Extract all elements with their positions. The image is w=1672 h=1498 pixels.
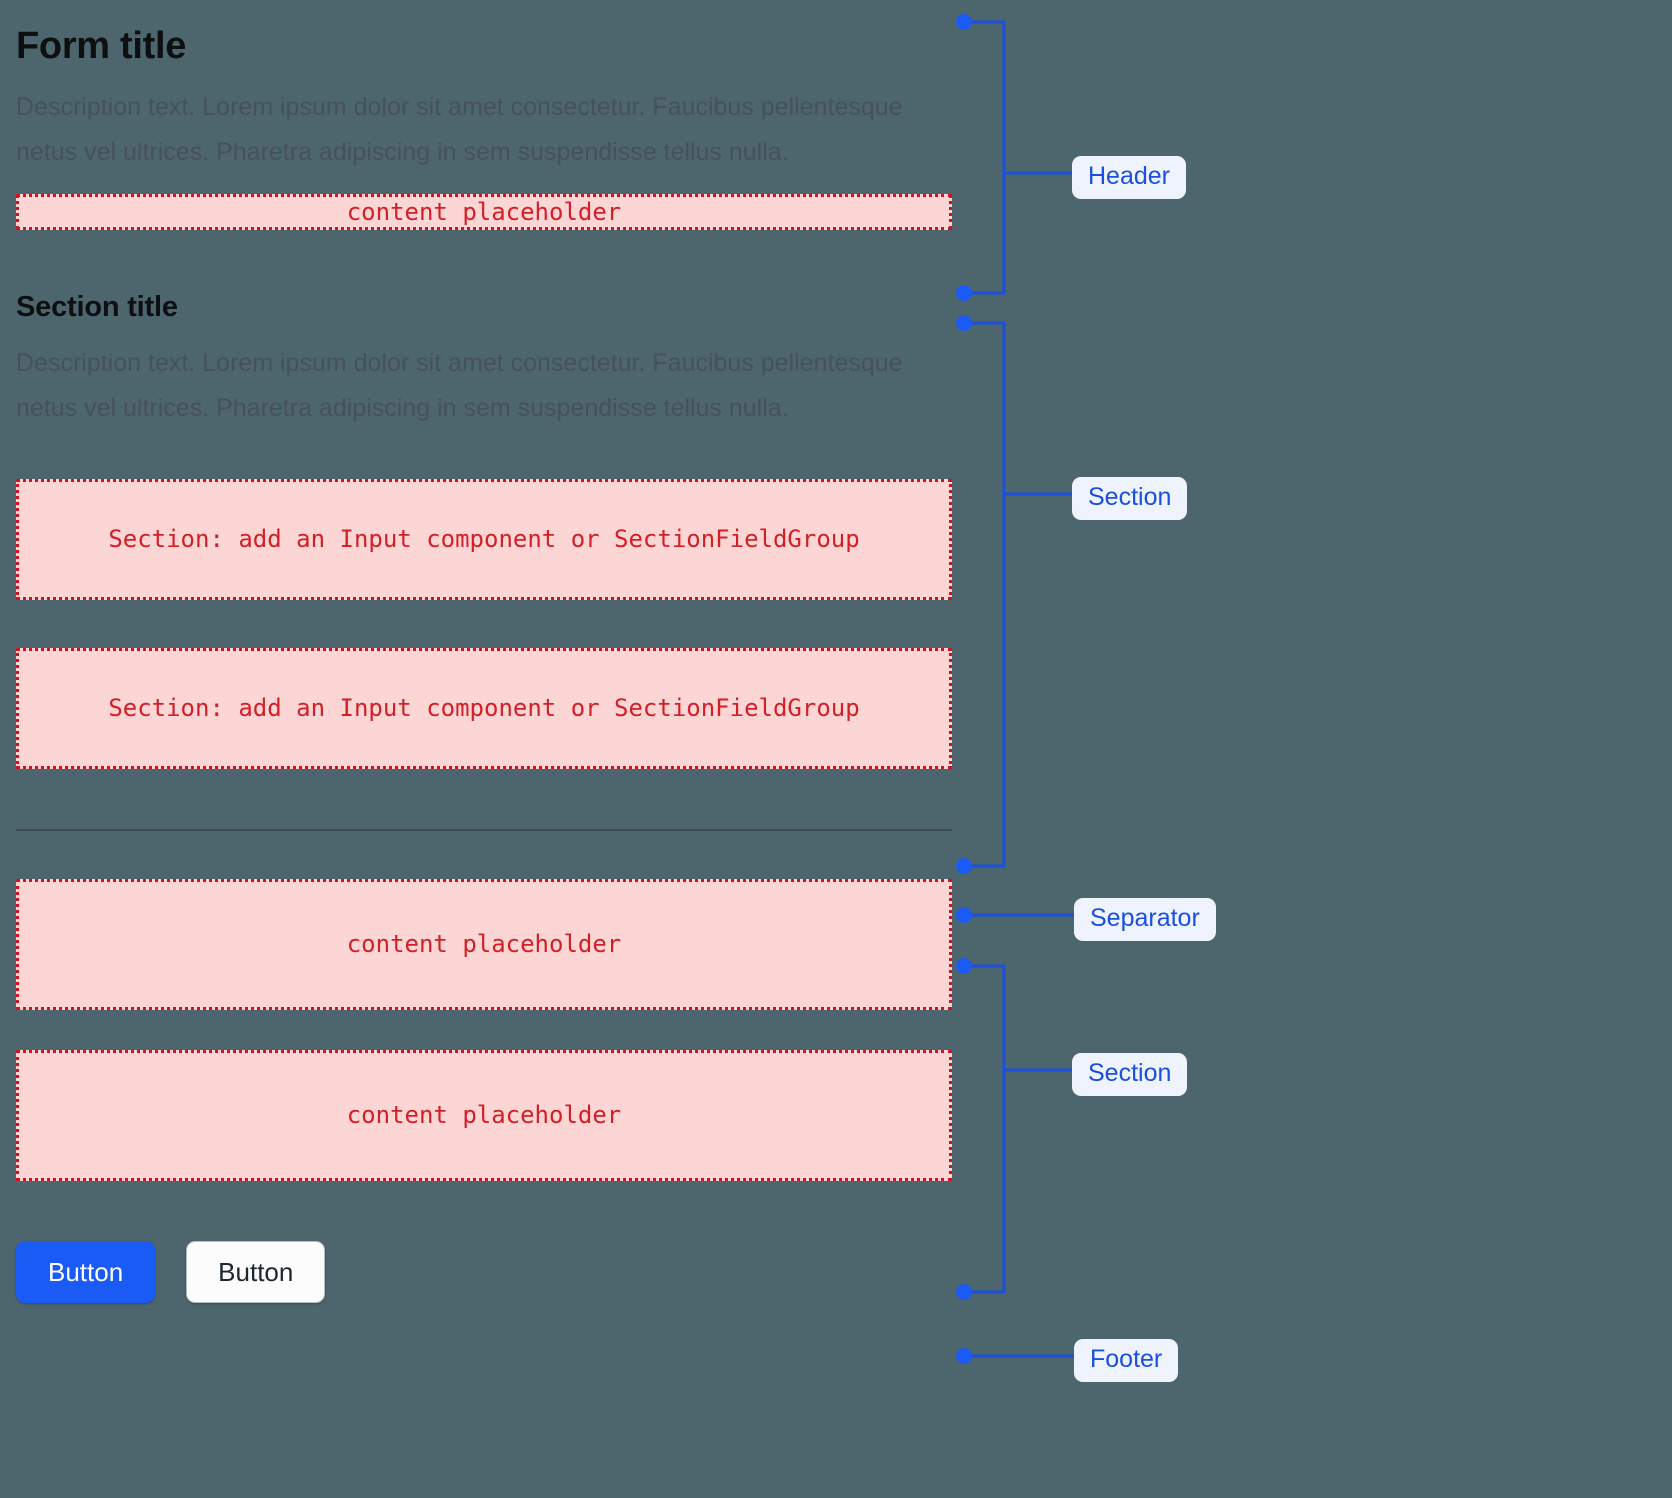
header-content-placeholder: content placeholder: [16, 193, 952, 230]
anchor-dot: [956, 14, 972, 30]
section-title: Section title: [16, 290, 178, 323]
header-bracket: [964, 20, 1006, 295]
annotation-badge-separator[interactable]: Separator: [1074, 898, 1216, 941]
anchor-dot: [956, 858, 972, 874]
spacer: [16, 431, 952, 479]
anchor-dots: [956, 14, 972, 1364]
anchor-dot: [956, 958, 972, 974]
primary-button[interactable]: Button: [16, 1240, 156, 1303]
anchor-dot: [956, 907, 972, 923]
section-2-bracket: [964, 964, 1006, 1294]
form-header-block: Form title Description text. Lorem ipsum…: [16, 24, 952, 230]
secondary-button[interactable]: Button: [186, 1240, 326, 1303]
spacer: [16, 1010, 952, 1050]
section-bracket: [964, 321, 1006, 868]
section-description: Description text. Lorem ipsum dolor sit …: [16, 348, 903, 422]
anchor-dot: [956, 285, 972, 301]
form-container: Form title Description text. Lorem ipsum…: [16, 0, 952, 1303]
form-description: Description text. Lorem ipsum dolor sit …: [16, 92, 903, 166]
annotation-badge-header[interactable]: Header: [1072, 156, 1186, 199]
anchor-dot: [956, 1348, 972, 1364]
spacer: [16, 1181, 952, 1241]
annotation-badge-section[interactable]: Section: [1072, 477, 1188, 520]
form-section-block: Section title Description text. Lorem ip…: [16, 290, 952, 769]
section-content-placeholder: content placeholder: [16, 1049, 952, 1181]
separator: [16, 828, 952, 831]
anchor-dot: [956, 315, 972, 331]
spacer: [16, 769, 952, 829]
page-title: Form title: [16, 25, 187, 67]
form-footer: Button Button: [16, 1240, 952, 1303]
section-field-placeholder: Section: add an Input component or Secti…: [16, 647, 952, 769]
annotation-badge-footer[interactable]: Footer: [1074, 1339, 1179, 1382]
anchor-dot: [956, 1284, 972, 1300]
annotation-badge-section-2[interactable]: Section: [1072, 1053, 1188, 1096]
spacer: [16, 230, 952, 290]
form-second-section-block: content placeholder content placeholder: [16, 878, 952, 1181]
section-content-placeholder: content placeholder: [16, 878, 952, 1010]
section-field-placeholder: Section: add an Input component or Secti…: [16, 478, 952, 600]
spacer: [16, 831, 952, 879]
spacer: [16, 600, 952, 648]
